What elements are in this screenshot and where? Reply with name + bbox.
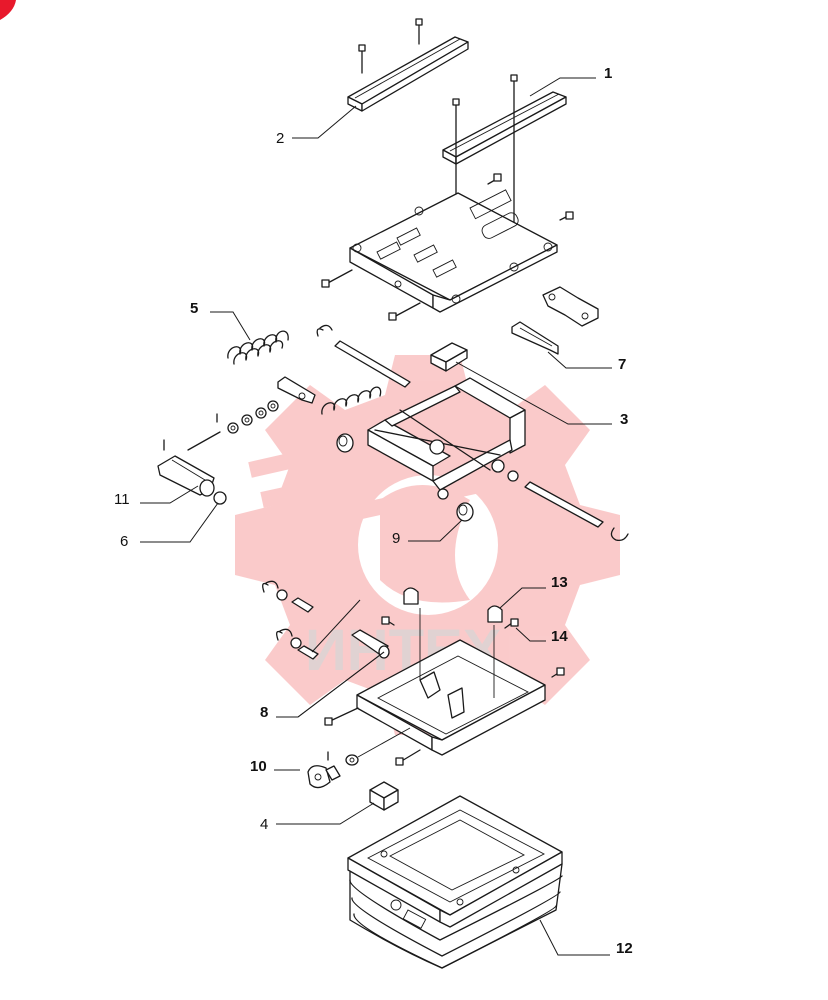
part-7-clip xyxy=(511,321,559,355)
lever-plate xyxy=(277,376,316,404)
label-3: 3 xyxy=(620,411,628,428)
shaft-upper xyxy=(334,340,411,388)
label-7: 7 xyxy=(618,356,626,373)
leader-lines xyxy=(140,77,612,956)
part-6-ring xyxy=(213,491,227,505)
label-1: 1 xyxy=(604,65,612,82)
spring-middle xyxy=(321,386,382,415)
label-12: 12 xyxy=(616,940,633,957)
part-12-bellows-base xyxy=(347,795,563,969)
upper-slide-plate xyxy=(321,173,574,321)
part-4-bump-stop xyxy=(369,781,399,811)
label-6: 6 xyxy=(120,533,128,550)
roller-left xyxy=(336,433,354,453)
label-10: 10 xyxy=(250,758,267,775)
part-9-roller xyxy=(456,502,474,522)
part-10-knob xyxy=(307,727,411,789)
washers xyxy=(187,400,279,451)
label-8: 8 xyxy=(260,704,268,721)
part-1-rail xyxy=(442,74,567,299)
e-clip-top xyxy=(316,324,333,337)
small-bracket xyxy=(542,286,599,327)
label-4: 4 xyxy=(260,816,268,833)
label-13: 13 xyxy=(551,574,568,591)
label-5: 5 xyxy=(190,300,198,317)
lower-base-frame xyxy=(324,608,565,766)
shaft-lower xyxy=(524,481,604,528)
watermark-logo: ИНТЕХ xyxy=(235,355,620,735)
label-2: 2 xyxy=(276,130,284,147)
part-2-rail xyxy=(347,18,469,112)
part-3-block xyxy=(430,342,468,372)
label-11: 11 xyxy=(114,491,130,508)
label-14: 14 xyxy=(551,628,568,645)
label-9: 9 xyxy=(392,530,400,547)
e-clip-right xyxy=(610,527,629,542)
rubber-stops xyxy=(403,587,503,623)
part-11-handle xyxy=(157,439,215,497)
part-5-spring xyxy=(227,330,289,365)
scissor-frame xyxy=(367,377,526,500)
callout-labels: 1 2 3 4 5 6 7 8 9 10 11 12 13 14 xyxy=(114,65,633,957)
corner-mark xyxy=(0,0,16,20)
